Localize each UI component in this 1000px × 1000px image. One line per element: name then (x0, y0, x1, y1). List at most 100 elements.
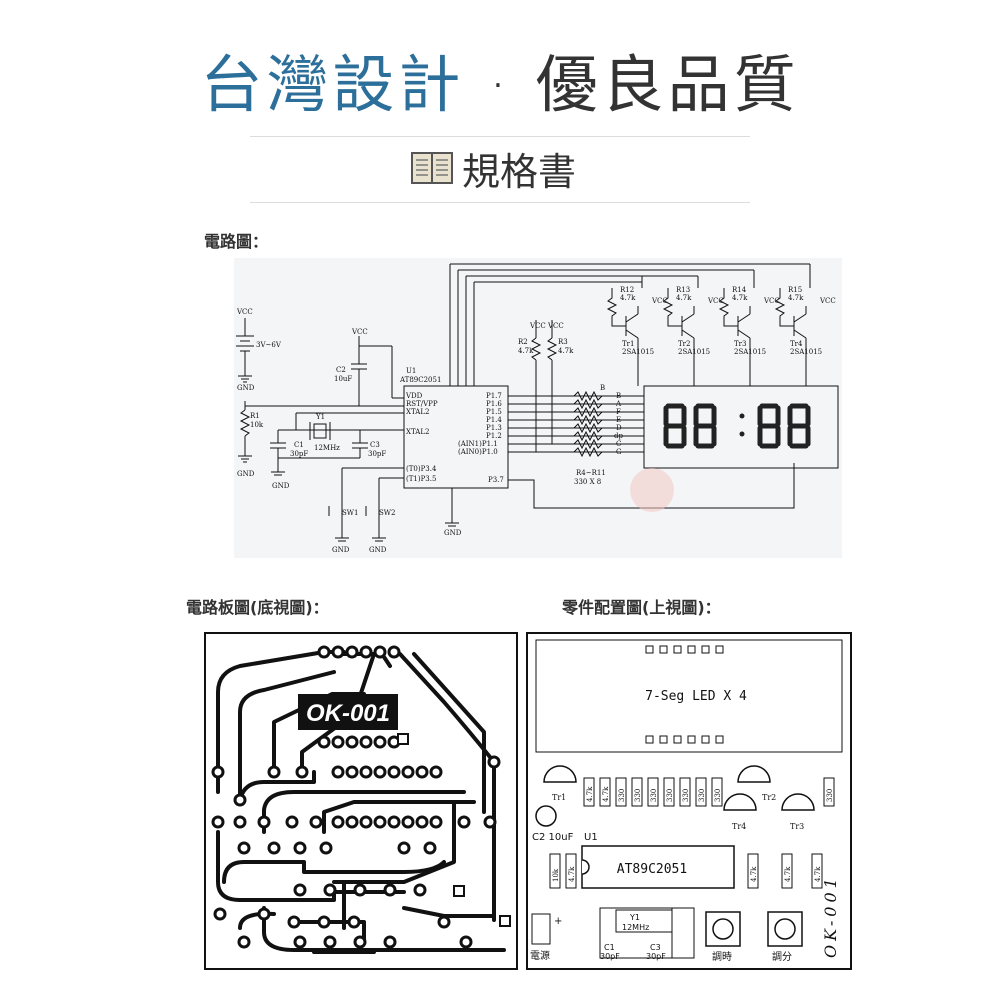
chip-notch (581, 859, 590, 875)
sch-r1: R1 (250, 412, 260, 420)
sch-vcc-5: VCC (651, 297, 668, 305)
c1-value: 30pF (600, 952, 620, 961)
res-mid-right-2: 4.7k (814, 866, 822, 882)
sch-pin-p14: P1.4 (486, 416, 502, 424)
seg-g: G (616, 448, 622, 456)
book-icon (411, 152, 453, 184)
sch-c3v: 30pF (368, 450, 386, 458)
sch-c1v: 30pF (290, 450, 308, 458)
schematic-background (234, 258, 842, 558)
led-label: 7-Seg LED X 4 (645, 689, 747, 704)
sch-vcc-3: VCC (529, 322, 546, 330)
res-top-4: 330 (650, 789, 658, 802)
sch-pin-p13: P1.3 (486, 424, 502, 432)
sch-r3v: 4.7k (558, 347, 574, 355)
res-top-3: 330 (634, 789, 642, 802)
pcb-pads (211, 645, 501, 949)
hero-title-part1: 台灣設計 (200, 48, 465, 121)
hero-title: 台灣設計 · 優良品質 (0, 34, 1000, 124)
sch-tr1: Tr1 (622, 340, 634, 348)
sch-tr3-type: 2SA1015 (734, 348, 766, 356)
sch-c1: C1 (294, 441, 304, 449)
c2-label: C2 10uF (532, 832, 574, 843)
res-top-0: 4.7k (586, 786, 594, 802)
sch-r3: R3 (558, 338, 568, 346)
sch-gnd-4: GND (332, 546, 350, 554)
sw-min-button[interactable] (767, 911, 803, 947)
sch-r13v: 4.7k (676, 294, 692, 302)
res-top-5: 330 (666, 789, 674, 802)
sch-pin-p37: P3.7 (488, 476, 504, 484)
sch-r2: R2 (518, 338, 528, 346)
sch-pin-xtal-b: XTAL2 (406, 428, 429, 436)
res-top-1: 4.7k (602, 786, 610, 802)
sch-u1: U1 (406, 367, 416, 375)
sch-tr4: Tr4 (790, 340, 803, 348)
seg-label-b: B (600, 384, 605, 392)
power-label: 電源 (530, 949, 550, 962)
sw-time-label: 調時 (712, 950, 732, 963)
schematic-label: 電路圖： (204, 232, 269, 251)
pcb-label: 電路板圖(底視圖)： (186, 598, 329, 617)
sch-y1: Y1 (315, 413, 325, 421)
tr4-label: Tr4 (732, 822, 746, 831)
pcb-label-box (298, 694, 398, 730)
seg-e: E (616, 416, 621, 424)
colon-dot-bottom (739, 431, 745, 437)
hero-title-part2: 優良品質 (535, 48, 800, 121)
pcb-square-pad-2 (453, 885, 465, 897)
sch-vcc-1: VCC (236, 308, 253, 316)
sch-supply: 3V~6V (256, 341, 282, 349)
sch-vcc-6: VCC (707, 297, 724, 305)
sch-c2v: 10uF (334, 375, 352, 383)
chip-label: AT89C2051 (617, 862, 687, 877)
res-top-6: 330 (682, 789, 690, 802)
placement-label: 零件配置圖(上視圖)： (562, 598, 721, 617)
sch-gnd-2: GND (237, 470, 255, 478)
sch-r13: R13 (676, 286, 690, 294)
res-mid-right-0: 4.7k (750, 866, 758, 882)
res-top-7: 330 (698, 789, 706, 802)
sch-pin-p16: P1.6 (486, 400, 502, 408)
sch-tr2-type: 2SA1015 (678, 348, 710, 356)
seven-seg-digits (663, 403, 811, 449)
sch-pin-p15: P1.5 (486, 408, 502, 416)
c1-label: C1 (604, 943, 615, 952)
res-top-2: 330 (618, 789, 626, 802)
pcb-label-text: OK-001 (306, 700, 390, 727)
sch-r2v: 4.7k (518, 347, 534, 355)
sch-vcc-4: VCC (547, 322, 564, 330)
sch-pin-p11: (AIN1)P1.1 (458, 440, 498, 448)
sch-c2: C2 (336, 366, 346, 374)
sch-r1v: 10k (250, 421, 264, 429)
resistor-pack-r4-r11 (573, 390, 603, 458)
led-module-outline (535, 639, 843, 753)
resistor-row-top (583, 777, 835, 807)
tr1-label: Tr1 (552, 793, 566, 802)
res-mid-right-1: 4.7k (784, 866, 792, 882)
chip-outline (581, 845, 735, 889)
sch-gnd-1: GND (237, 384, 255, 392)
sch-tr2: Tr2 (678, 340, 690, 348)
pcb-bottom-view: OK-001 (204, 632, 518, 970)
u1-label: U1 (584, 832, 598, 843)
led-pins (645, 645, 724, 744)
c2-capacitor (535, 805, 557, 827)
tr2-label: Tr2 (762, 793, 776, 802)
sch-pin-p10: (AIN0)P1.0 (458, 448, 498, 456)
sch-rpack: R4~R11 (576, 469, 606, 477)
sch-r15: R15 (788, 286, 802, 294)
sch-gnd-6: GND (444, 529, 462, 537)
hero-title-dot: · (488, 48, 512, 121)
res-right: 330 (826, 789, 834, 802)
sch-vcc-8: VCC (819, 297, 836, 305)
sch-tr3: Tr3 (734, 340, 746, 348)
sch-sw1: SW1 (342, 509, 358, 517)
power-plus: + (554, 916, 562, 927)
divider-bottom (250, 202, 750, 203)
sch-tr4-type: 2SA1015 (790, 348, 822, 356)
sch-sw2: SW2 (379, 509, 395, 517)
c3-value: 30pF (646, 952, 666, 961)
resistor-mid (549, 853, 823, 889)
res-top-8: 330 (714, 789, 722, 802)
